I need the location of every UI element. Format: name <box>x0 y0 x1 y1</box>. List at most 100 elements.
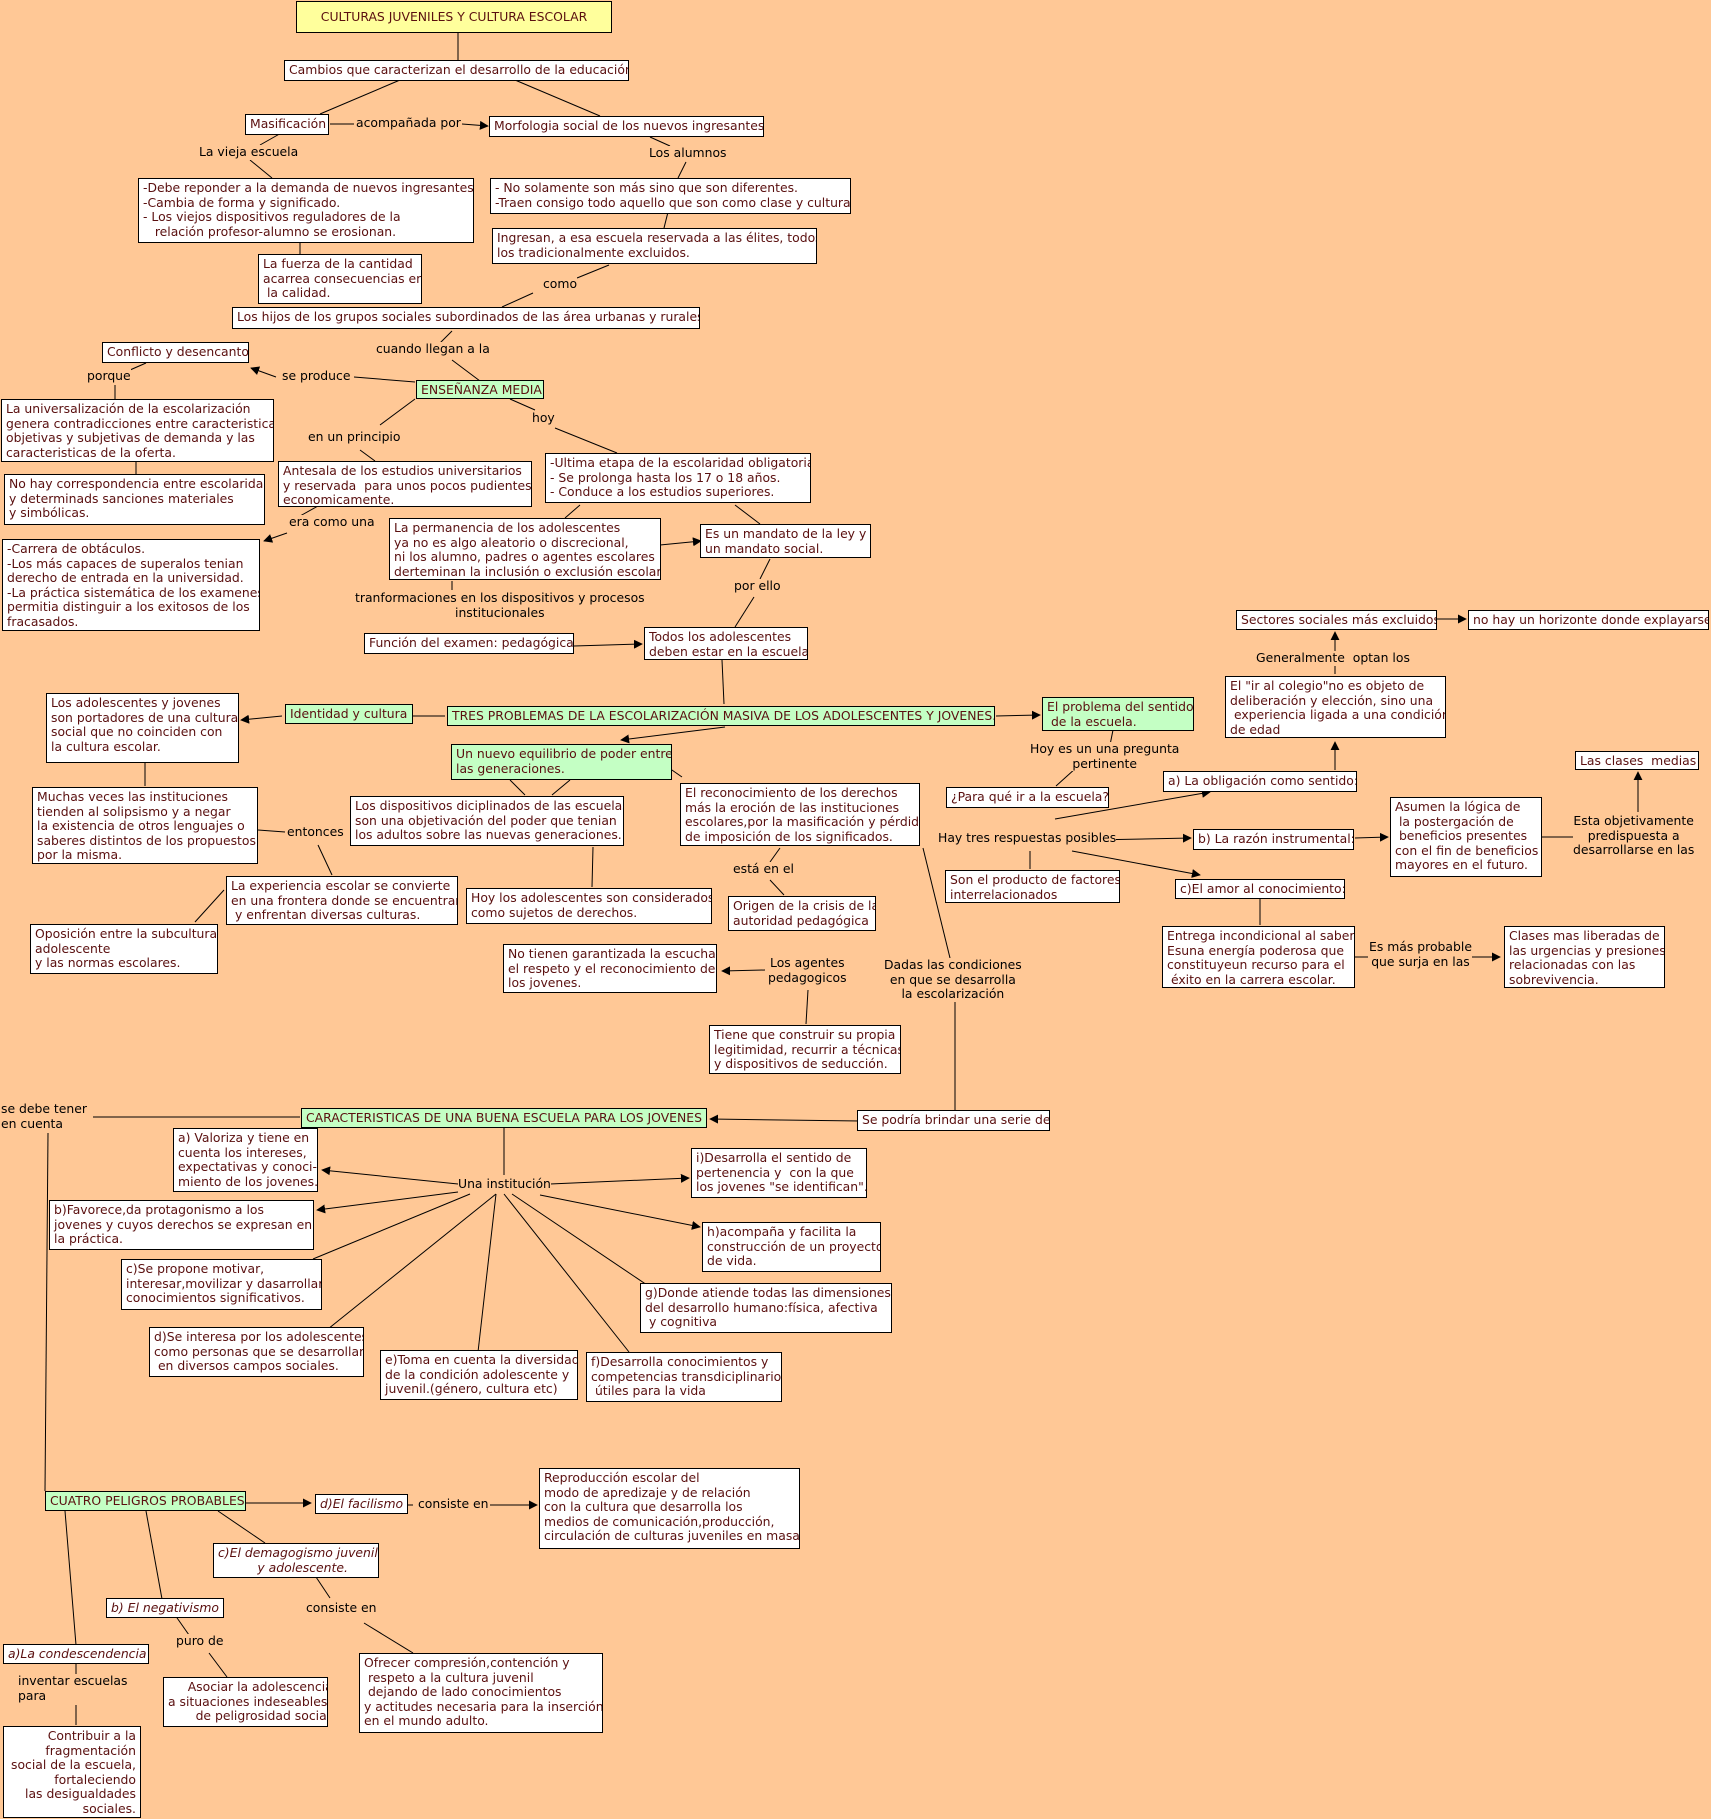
node-h-acompana: h)acompaña y facilita la construcción de… <box>702 1222 881 1272</box>
connector <box>659 537 702 547</box>
link-label-mas-probable: Es más probable que surja en las <box>1369 939 1472 970</box>
node-a-valoriza: a) Valoriza y tiene en cuenta los intere… <box>173 1128 318 1192</box>
node-universalizacion: La universalización de la escolarización… <box>1 399 274 462</box>
node-oposicion: Oposición entre la subcultura adolescent… <box>30 924 218 974</box>
node-vieja-escuela: -Debe reponder a la demanda de nuevos in… <box>138 178 474 243</box>
node-origen: Origen de la crisis de la autoridad peda… <box>728 896 876 931</box>
connector <box>591 846 594 888</box>
node-producto: Son el producto de factores interrelacio… <box>945 870 1120 903</box>
node-asumen: Asumen la lógica de la postergación de b… <box>1390 797 1542 877</box>
node-los-adolescentes: Los adolescentes y jovenes son portadore… <box>46 693 239 763</box>
node-amor: c)El amor al conocimiento: <box>1175 879 1345 899</box>
node-e-toma: e)Toma en cuenta la diversidad de la con… <box>380 1350 578 1400</box>
connector <box>194 889 225 923</box>
link-label-como: como <box>543 276 578 292</box>
link-label-acompanada: acompañada por <box>356 115 461 131</box>
node-permanencia: La permanencia de los adolescentes ya no… <box>389 518 661 580</box>
connector <box>551 779 571 796</box>
connector <box>439 330 453 344</box>
link-label-era-como: era como una <box>289 514 375 530</box>
node-mandato: Es un mandato de la ley y un mandato soc… <box>700 524 871 558</box>
node-ingresan: Ingresan, a esa escuela reservada a las … <box>492 228 817 264</box>
connector <box>514 79 601 117</box>
connector <box>620 726 726 744</box>
connector <box>573 639 643 649</box>
node-tiene-construir: Tiene que construir su propia legitimida… <box>709 1025 901 1074</box>
link-label-cuando: cuando llegan a la <box>376 341 490 357</box>
node-todos-adolescentes: Todos los adolescentes deben estar en la… <box>644 627 808 660</box>
node-no-hay-correspondencia: No hay correspondencia entre escolaridad… <box>4 474 265 525</box>
link-label-consiste2: consiste en <box>306 1600 377 1616</box>
connector <box>721 659 725 705</box>
node-b-favorece: b)Favorece,da protagonismo a los jovenes… <box>49 1200 314 1250</box>
node-ir-colegio: El "ir al colegio"no es objeto de delibe… <box>1225 676 1446 738</box>
connector <box>734 596 755 628</box>
connector <box>319 79 401 115</box>
connector <box>649 136 671 147</box>
connector <box>257 829 286 833</box>
link-label-hoy: hoy <box>532 410 555 426</box>
connector <box>315 1576 331 1599</box>
node-sectores: Sectores sociales más excluidos <box>1236 610 1437 630</box>
link-label-por-ello: por ello <box>734 578 781 594</box>
connector <box>805 989 809 1025</box>
connector <box>759 558 771 580</box>
connector <box>379 398 416 426</box>
connector <box>769 879 785 896</box>
connector <box>263 532 288 543</box>
node-masificacion: Masificación <box>245 114 329 135</box>
node-clases-medias: Las clases medias <box>1575 751 1699 770</box>
node-morfologia: Morfologia social de los nuevos ingresan… <box>489 116 764 137</box>
node-cambios: Cambios que caracterizan el desarrollo d… <box>284 60 629 81</box>
link-label-hoy-pregunta: Hoy es un una pregunta pertinente <box>1030 741 1180 772</box>
connector <box>129 362 147 371</box>
connector <box>249 159 273 179</box>
link-label-inventar: inventar escuelas para <box>18 1673 128 1704</box>
node-experiencia: La experiencia escolar se convierte en u… <box>226 876 458 925</box>
link-label-esta-obj: Esta objetivamente predispuesta a desarr… <box>1573 813 1695 858</box>
node-nuevo-equilibrio: Un nuevo equilibrio de poder entre las g… <box>451 744 672 780</box>
node-para-que: ¿Para qué ir a la escuela? <box>946 787 1109 808</box>
connector <box>564 504 581 519</box>
link-label-transformaciones: tranformaciones en los dispositivos y pr… <box>355 590 645 621</box>
node-no-horizonte: no hay un horizonte donde explayarse <box>1468 610 1709 630</box>
connector <box>145 1510 163 1600</box>
connector <box>451 359 481 382</box>
connector <box>250 366 277 378</box>
connector <box>316 1191 459 1214</box>
connector <box>511 1193 651 1288</box>
connector <box>677 161 687 179</box>
link-label-en-principio: en un principio <box>308 429 401 445</box>
connector <box>217 1510 266 1544</box>
node-muchas-veces: Muchas veces las instituciones tienden a… <box>32 787 258 864</box>
connector <box>509 398 536 411</box>
link-label-agentes: Los agentes pedagogicos <box>768 955 847 986</box>
node-c-propone: c)Se propone motivar, interesar,moviliza… <box>121 1259 322 1310</box>
link-label-se-produce: se produce <box>282 368 351 384</box>
node-condescendencia: a)La condescendencia <box>3 1644 149 1664</box>
connector <box>359 449 376 462</box>
node-entrega: Entrega incondicional al saber. Esuna en… <box>1162 926 1355 988</box>
link-label-se-debe: se debe tener en cuenta <box>1 1101 87 1132</box>
node-d-interesa: d)Se interesa por los adolescentes como … <box>149 1327 364 1377</box>
node-ofrecer: Ofrecer compresión,contención y respeto … <box>359 1653 603 1733</box>
link-label-entonces: entonces <box>287 824 344 840</box>
node-conflicto: Conflicto y desencanto <box>102 342 249 363</box>
connector <box>174 1614 190 1636</box>
node-f-desarrolla: f)Desarrolla conocimientos y competencia… <box>586 1352 782 1402</box>
node-dispositivos: Los dispositivos diciplinados de las esc… <box>350 796 624 846</box>
node-funcion-examen: Función del examen: pedagógica. <box>364 633 574 654</box>
connector <box>240 714 283 724</box>
connector <box>64 1510 77 1646</box>
map-title: CULTURAS JUVENILES Y CULTURA ESCOLAR <box>296 1 612 33</box>
connector <box>549 1173 690 1185</box>
connector <box>539 1194 701 1230</box>
connector <box>709 1114 861 1124</box>
connector <box>208 1652 228 1678</box>
connector <box>1354 832 1389 842</box>
node-alumnos: - No solamente son más sino que son dife… <box>490 178 851 214</box>
connector <box>922 847 951 959</box>
node-no-tienen: No tienen garantizada la escucha, el res… <box>503 944 717 993</box>
connector <box>503 1193 630 1353</box>
